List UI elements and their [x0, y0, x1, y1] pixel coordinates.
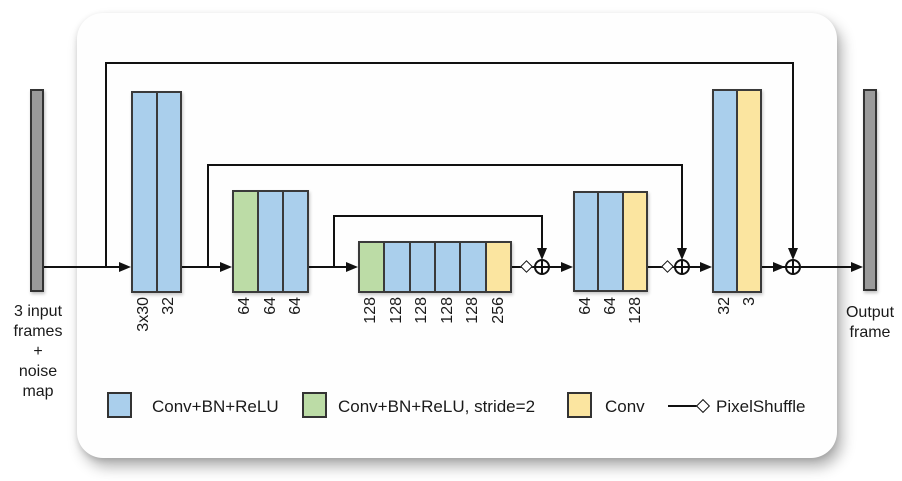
encoder-block-2 [232, 190, 309, 293]
channel-label: 128 [388, 297, 405, 324]
output-frame-bar [863, 89, 877, 291]
conv-bn-relu-cell [259, 192, 284, 291]
elementwise-add-icon [534, 259, 550, 275]
skip3-right-line [541, 215, 543, 250]
skip3-arrowhead-icon [537, 248, 547, 260]
elementwise-add-icon [674, 259, 690, 275]
flow-line-1 [44, 266, 122, 268]
legend-pixelshuffle-line [668, 405, 700, 407]
channel-label: 128 [362, 297, 379, 324]
decoder-block-1-labels: 64 64 128 [573, 297, 648, 357]
conv-bn-relu-stride2-cell [234, 192, 259, 291]
flow-arrowhead-icon [119, 262, 131, 272]
channel-label: 32 [160, 297, 177, 315]
skip2-right-line [681, 164, 683, 250]
legend-label-conv: Conv [605, 397, 645, 416]
skip3-left-line [333, 215, 335, 267]
conv-cell [623, 193, 646, 290]
output-frame-label: Output frame [845, 304, 895, 341]
bottleneck-block-labels: 128 128 128 128 128 256 [358, 297, 512, 357]
flow-arrowhead-icon [220, 262, 232, 272]
flow-arrowhead-icon [346, 262, 358, 272]
conv-bn-relu-cell [575, 193, 600, 290]
input-frames-label: 3 input frames + noise map [13, 303, 63, 400]
decoder-block-1 [573, 191, 648, 292]
channel-label: 128 [413, 297, 430, 324]
decoder-block-2 [712, 89, 762, 293]
encoder-block-1-labels: 3x30 32 [131, 297, 182, 357]
diagram-card [77, 13, 837, 458]
legend-swatch-conv [567, 392, 592, 418]
flow-arrowhead-icon [773, 262, 785, 272]
channel-label: 256 [490, 297, 507, 324]
conv-bn-relu-cell [385, 243, 411, 291]
conv-bn-relu-cell [157, 93, 180, 291]
legend-label-pixelshuffle: PixelShuffle [716, 397, 806, 416]
skip1-left-line [105, 62, 107, 267]
conv-cell [738, 91, 760, 291]
input-frames-bar [30, 89, 44, 292]
conv-bn-relu-cell [284, 192, 307, 291]
flow-line-2 [182, 266, 222, 268]
bottleneck-block [358, 241, 512, 293]
flow-line-7 [801, 266, 853, 268]
skip2-top-line [208, 164, 683, 166]
legend-label-conv-bn-relu-stride2: Conv+BN+ReLU, stride=2 [338, 397, 536, 416]
encoder-block-1 [131, 91, 182, 293]
flow-arrowhead-icon [851, 262, 863, 272]
channel-label: 64 [236, 297, 253, 315]
skip2-arrowhead-icon [677, 248, 687, 260]
channel-label: 32 [716, 297, 733, 315]
encoder-block-2-labels: 64 64 64 [232, 297, 309, 357]
conv-cell [486, 243, 510, 291]
skip1-arrowhead-icon [788, 248, 798, 260]
decoder-block-2-labels: 32 3 [712, 297, 762, 357]
conv-bn-relu-cell [133, 93, 158, 291]
conv-bn-relu-cell [461, 243, 487, 291]
conv-bn-relu-cell [714, 91, 738, 291]
legend-swatch-conv-bn-relu [107, 392, 132, 418]
channel-label: 64 [577, 297, 594, 315]
legend-swatch-conv-bn-relu-stride2 [302, 392, 327, 418]
skip3-top-line [334, 215, 543, 217]
conv-bn-relu-cell [599, 193, 624, 290]
channel-label: 128 [627, 297, 644, 324]
channel-label: 3x30 [135, 297, 152, 332]
conv-bn-relu-cell [410, 243, 436, 291]
elementwise-add-icon [785, 259, 801, 275]
channel-label: 128 [464, 297, 481, 324]
channel-label: 64 [287, 297, 304, 315]
skip2-left-line [207, 164, 209, 267]
conv-bn-relu-cell [435, 243, 462, 291]
skip1-top-line [106, 62, 794, 64]
skip1-right-line [792, 62, 794, 250]
channel-label: 3 [741, 297, 758, 306]
flow-arrowhead-icon [700, 262, 712, 272]
channel-label: 64 [262, 297, 279, 315]
conv-bn-relu-stride2-cell [360, 243, 386, 291]
flow-arrowhead-icon [561, 262, 573, 272]
flow-line-3 [309, 266, 348, 268]
channel-label: 64 [602, 297, 619, 315]
channel-label: 128 [439, 297, 456, 324]
legend-label-conv-bn-relu: Conv+BN+ReLU [152, 397, 279, 416]
